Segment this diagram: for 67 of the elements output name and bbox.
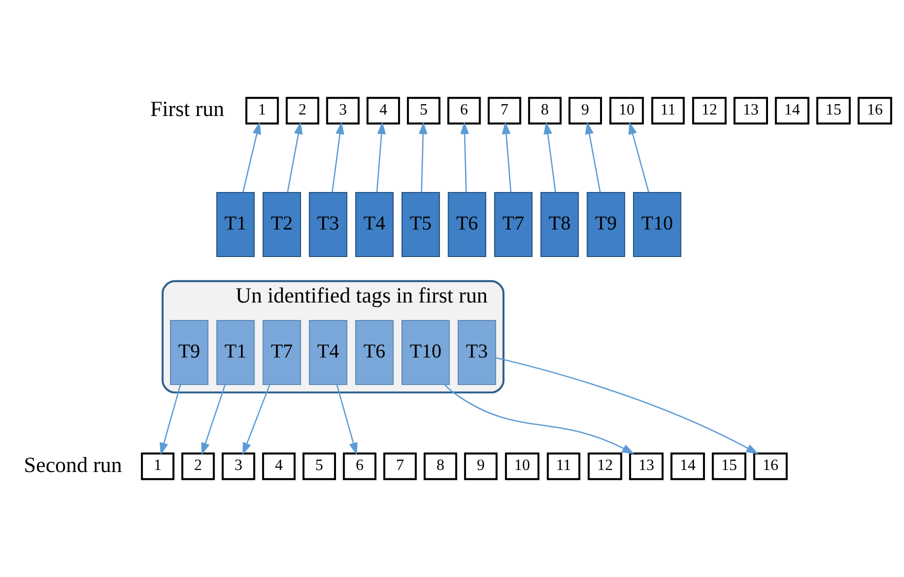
node-box: T4	[308, 320, 348, 386]
node-box: T6	[355, 320, 394, 386]
label: Second run	[24, 452, 122, 477]
node-box: 4	[366, 96, 400, 124]
node-box: T10	[402, 320, 450, 386]
node-box: 6	[342, 452, 376, 480]
node-box: 1	[140, 452, 174, 480]
arrow	[160, 384, 182, 456]
arrow	[502, 122, 512, 192]
node-box: T3	[308, 192, 348, 257]
node-box: T7	[262, 320, 302, 386]
arrow	[376, 122, 386, 192]
node-box: 14	[670, 452, 705, 480]
node-box: T10	[633, 192, 682, 257]
node-box: 8	[528, 96, 562, 124]
node-box: 3	[326, 96, 360, 124]
node-box: 2	[181, 452, 215, 480]
arrow	[242, 122, 262, 192]
node-box: 11	[546, 452, 580, 480]
node-box: 16	[753, 452, 788, 480]
node-box: 10	[504, 452, 540, 480]
node-box: 11	[651, 96, 685, 124]
node-box: 7	[383, 452, 417, 480]
arrow	[201, 384, 226, 456]
node-box: 12	[588, 452, 622, 480]
arrow	[544, 122, 556, 192]
arrow	[496, 357, 759, 454]
node-box: 2	[286, 96, 320, 124]
label: First run	[150, 97, 224, 122]
node-box: 5	[302, 452, 336, 480]
node-box: T1	[216, 192, 255, 257]
arrow	[585, 122, 601, 192]
node-box: 8	[424, 452, 458, 480]
node-box: T7	[494, 192, 533, 257]
node-box: 15	[712, 452, 746, 480]
arrow	[628, 122, 650, 192]
node-box: 6	[447, 96, 481, 124]
node-box: 13	[629, 452, 664, 480]
node-box: T8	[540, 192, 579, 257]
node-box: 10	[609, 96, 644, 124]
node-box: T4	[355, 192, 394, 257]
node-box: 13	[734, 96, 768, 124]
arrow	[336, 384, 358, 456]
arrow	[242, 384, 270, 456]
node-box: 1	[245, 96, 279, 124]
arrow	[444, 384, 635, 454]
arrow	[418, 122, 428, 192]
node-box: T9	[170, 320, 208, 386]
node-box: T9	[586, 192, 626, 257]
node-box: 12	[692, 96, 727, 124]
arrow	[332, 122, 344, 192]
node-box: 16	[858, 96, 892, 124]
node-box: T1	[216, 320, 255, 386]
node-box: 7	[488, 96, 522, 124]
node-box: T6	[448, 192, 486, 257]
node-box: 9	[568, 96, 602, 124]
node-box: T2	[262, 192, 302, 257]
node-box: 9	[464, 452, 498, 480]
arrow	[460, 122, 469, 192]
node-box: 5	[406, 96, 440, 124]
node-box: 15	[816, 96, 851, 124]
node-box: 3	[222, 452, 256, 480]
node-box: T5	[402, 192, 440, 257]
arrow	[286, 122, 303, 192]
node-box: T3	[458, 320, 496, 386]
node-box: 4	[262, 452, 296, 480]
node-box: 14	[774, 96, 810, 124]
